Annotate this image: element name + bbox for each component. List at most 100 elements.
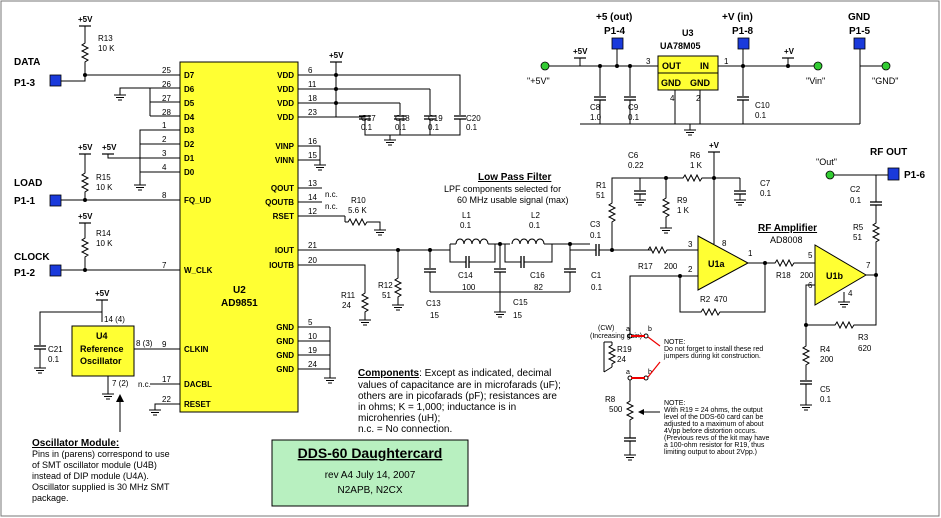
gnd-net-dot: [881, 61, 891, 71]
u1b-ref: U1b: [826, 271, 844, 281]
u1a-pin8: 8: [722, 239, 727, 248]
port-load-pin: P1-1: [14, 196, 36, 207]
c10-val: 0.1: [755, 111, 767, 120]
u2-pin-name: CLKIN: [184, 345, 209, 354]
c9-ref: C9: [628, 103, 639, 112]
note-line: 4Vpp before distortion occurs.: [664, 428, 757, 435]
c7-ref: C2: [850, 185, 861, 194]
u1a-pin3: 3: [688, 240, 693, 249]
u2-pin-name: VDD: [277, 99, 294, 108]
c9-val: 0.1: [628, 113, 640, 122]
r11-val: 24: [342, 301, 351, 310]
c6-val: 0.1: [760, 189, 772, 198]
u2-pin-name: D3: [184, 126, 195, 135]
c19-val: 0.1: [428, 123, 440, 132]
r2-val: 470: [714, 295, 728, 304]
vin-net-dot: [813, 61, 823, 71]
rail-label: +V: [784, 47, 795, 56]
u1b-pin5: 5: [808, 251, 813, 260]
u2-pin-num: 16: [308, 137, 317, 146]
rail-label: +5V: [78, 15, 93, 24]
dacbl-nc: n.c.: [138, 380, 151, 389]
u2-pin-name: GND: [276, 365, 294, 374]
l2-val: 0.1: [529, 221, 541, 230]
l1-ref: L1: [462, 211, 471, 220]
out-net-dot: [825, 170, 835, 180]
u2-pin-name: QOUTB: [265, 198, 294, 207]
r1-ref: R1: [596, 181, 607, 190]
r6-val: 1 K: [690, 161, 703, 170]
c21-ref: C21: [48, 345, 63, 354]
note-line: level of the DDS-60 card can be: [664, 414, 763, 421]
r19-ref: R8: [605, 395, 616, 404]
c18-ref: C18: [395, 114, 410, 123]
c17-val: 0.1: [361, 123, 373, 132]
r4-val: 200: [820, 355, 834, 364]
u4-ref: U4: [96, 331, 108, 341]
r19-val: 500: [609, 405, 623, 414]
u3-ref: U3: [682, 28, 694, 38]
u3-part: UA78M05: [660, 41, 701, 51]
u3-pin-in: 1: [724, 57, 729, 66]
jumper1-b: b: [648, 326, 652, 333]
port-data-label: DATA: [14, 57, 40, 68]
r2-ref: R2: [700, 295, 711, 304]
u2-pin-num: 19: [308, 346, 317, 355]
rail-label: +V: [709, 141, 720, 150]
note-line: a 100-ohm resistor for R19, thus: [664, 442, 765, 449]
u2-pin-num: 20: [308, 256, 317, 265]
u3-pin-g2: 2: [696, 94, 701, 103]
u2-pin-name: IOUT: [275, 246, 294, 255]
note-line: adjusted to a maximum of about: [664, 421, 764, 428]
note-line: microhenries (uH);: [358, 413, 440, 424]
u3-pin-out: 3: [646, 57, 651, 66]
rail-label: +5V: [78, 212, 93, 221]
note-line: package.: [32, 493, 69, 503]
r8-ref: R19: [617, 345, 632, 354]
r11-ref: R11: [341, 291, 356, 300]
port-rfout-pin: P1-6: [904, 170, 926, 181]
port-gnd-pin: P1-5: [849, 26, 871, 37]
port-data-connector: [49, 74, 62, 87]
u2-pin-num: 7: [162, 261, 167, 270]
u1b-opamp: [814, 244, 867, 306]
u2-pin-num: 22: [162, 395, 171, 404]
u2-right-pins: VDD6VDD11VDD18VDD23VINP16VINN15QOUT13QOU…: [265, 66, 317, 374]
r3-val: 620: [858, 344, 872, 353]
u1b-pin7: 7: [866, 261, 871, 270]
note-line: others are in picofarads (pF); resistanc…: [358, 391, 557, 402]
r12-ref: R12: [378, 281, 393, 290]
note-line: Oscillator supplied is 30 MHz SMT: [32, 482, 170, 492]
u2-pin-num: 15: [308, 151, 317, 160]
u2-pin-num: 6: [308, 66, 313, 75]
u4-pin-vcc: 14 (4): [104, 315, 125, 324]
l2-ref: L2: [531, 211, 540, 220]
r9-ref: R9: [677, 196, 688, 205]
p5v-net-label: "+5V": [527, 76, 550, 86]
u4-pin-out: 8 (3): [136, 339, 153, 348]
r10-val: 5.6 K: [348, 206, 367, 215]
qout-nc: n.c.: [325, 190, 338, 199]
c20-val: 0.1: [466, 123, 478, 132]
qoutb-nc: n.c.: [325, 202, 338, 211]
u2-left-pins: 25D726D627D528D41D32D23D14D08FQ_UD7W_CLK…: [162, 66, 213, 409]
c8-ref: C8: [590, 103, 601, 112]
c10-ref: C10: [755, 101, 770, 110]
c12-ref: C13: [426, 299, 441, 308]
r10-ref: R10: [351, 196, 366, 205]
c1-ref: C3: [590, 220, 601, 229]
u2-pin-name: IOUTB: [269, 261, 294, 270]
r15-val: 10 K: [96, 183, 113, 192]
u2-ref: U2: [233, 285, 246, 296]
u2-pin-num: 17: [162, 375, 171, 384]
r1-val: 51: [596, 191, 605, 200]
u4-chip: [71, 325, 135, 377]
u1a-pin2: 2: [688, 265, 693, 274]
port-clock-pin: P1-2: [14, 268, 36, 279]
title-authors: N2APB, N2CX: [337, 485, 402, 496]
lpf-line1: LPF components selected for: [444, 184, 561, 194]
u2-pin-name: QOUT: [271, 184, 294, 193]
c17-ref: C17: [361, 114, 376, 123]
